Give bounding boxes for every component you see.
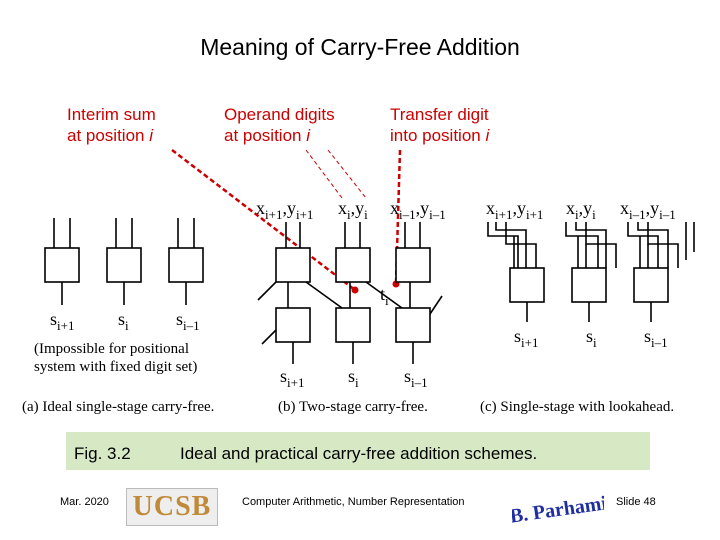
scheme-b-sum-labels: si+1 si si–1 — [280, 366, 428, 390]
caption-c: (c) Single-stage with lookahead. — [480, 399, 674, 415]
slide-title: Meaning of Carry-Free Addition — [200, 34, 520, 60]
svg-text:si–1: si–1 — [176, 309, 200, 333]
lookahead-cells — [509, 267, 669, 322]
callout-operand-digits: Operand digits at position i — [224, 105, 335, 145]
scheme-c — [487, 222, 695, 322]
stage-wiring — [257, 281, 443, 345]
footer-course: Computer Arithmetic, Number Representati… — [242, 496, 465, 508]
svg-text:xi,yi: xi,yi — [338, 198, 368, 222]
author-logo: B. Parhami — [512, 488, 604, 528]
svg-text:xi–1,yi–1: xi–1,yi–1 — [620, 198, 676, 222]
carry-free-diagram: si+1 si si–1 (Impossible for positional … — [22, 149, 695, 415]
scheme-a-note-line2: system with fixed digit set) — [34, 359, 197, 375]
scheme-a — [44, 218, 204, 305]
svg-text:xi+1,yi+1: xi+1,yi+1 — [256, 198, 313, 222]
figure-number: Fig. 3.2 — [74, 444, 131, 463]
svg-text:si+1: si+1 — [280, 366, 304, 390]
svg-text:si+1: si+1 — [50, 309, 74, 333]
scheme-a-note-line1: (Impossible for positional — [34, 341, 189, 357]
svg-text:si: si — [118, 309, 129, 333]
callout-arrows — [171, 149, 402, 294]
figure-caption-text: Ideal and practical carry-free addition … — [180, 444, 538, 463]
scheme-b — [257, 222, 443, 364]
callout-transfer-digit: Transfer digit into position i — [390, 105, 490, 145]
figure-caption-band — [66, 432, 650, 470]
lookahead-wiring — [487, 222, 695, 268]
svg-text:si: si — [348, 366, 359, 390]
ucsb-logo: UCSB — [126, 488, 218, 526]
operand-arrow-left — [305, 149, 343, 199]
scheme-b-operand-labels: xi+1,yi+1 xi,yi xi–1,yi–1 — [256, 198, 446, 222]
caption-a: (a) Ideal single-stage carry-free. — [22, 399, 214, 415]
footer-slide-number: Slide 48 — [616, 496, 656, 508]
interim-sum-dot — [351, 286, 359, 294]
stage2-cells — [275, 307, 431, 364]
svg-text:si–1: si–1 — [644, 326, 668, 350]
footer-date: Mar. 2020 — [60, 496, 109, 508]
svg-text:xi–1,yi–1: xi–1,yi–1 — [390, 198, 446, 222]
transfer-digit-label: ti — [380, 284, 389, 308]
operand-arrow-right — [327, 149, 367, 199]
adder-cell — [168, 218, 204, 305]
svg-text:si+1: si+1 — [514, 326, 538, 350]
stage1-cells — [275, 222, 431, 283]
scheme-c-operand-labels: xi+1,yi+1 xi,yi xi–1,yi–1 — [486, 198, 676, 222]
svg-text:xi+1,yi+1: xi+1,yi+1 — [486, 198, 543, 222]
scheme-a-sum-labels: si+1 si si–1 — [50, 309, 200, 333]
caption-b: (b) Two-stage carry-free. — [278, 399, 428, 415]
svg-text:xi,yi: xi,yi — [566, 198, 596, 222]
svg-text:si: si — [586, 326, 597, 350]
scheme-c-sum-labels: si+1 si si–1 — [514, 326, 668, 350]
adder-cell — [106, 218, 142, 305]
adder-cell — [44, 218, 80, 305]
transfer-digit-arrow — [394, 149, 402, 285]
svg-text:si–1: si–1 — [404, 366, 428, 390]
callout-interim-sum: Interim sum at position i — [67, 105, 156, 145]
interim-sum-arrow — [171, 149, 356, 291]
